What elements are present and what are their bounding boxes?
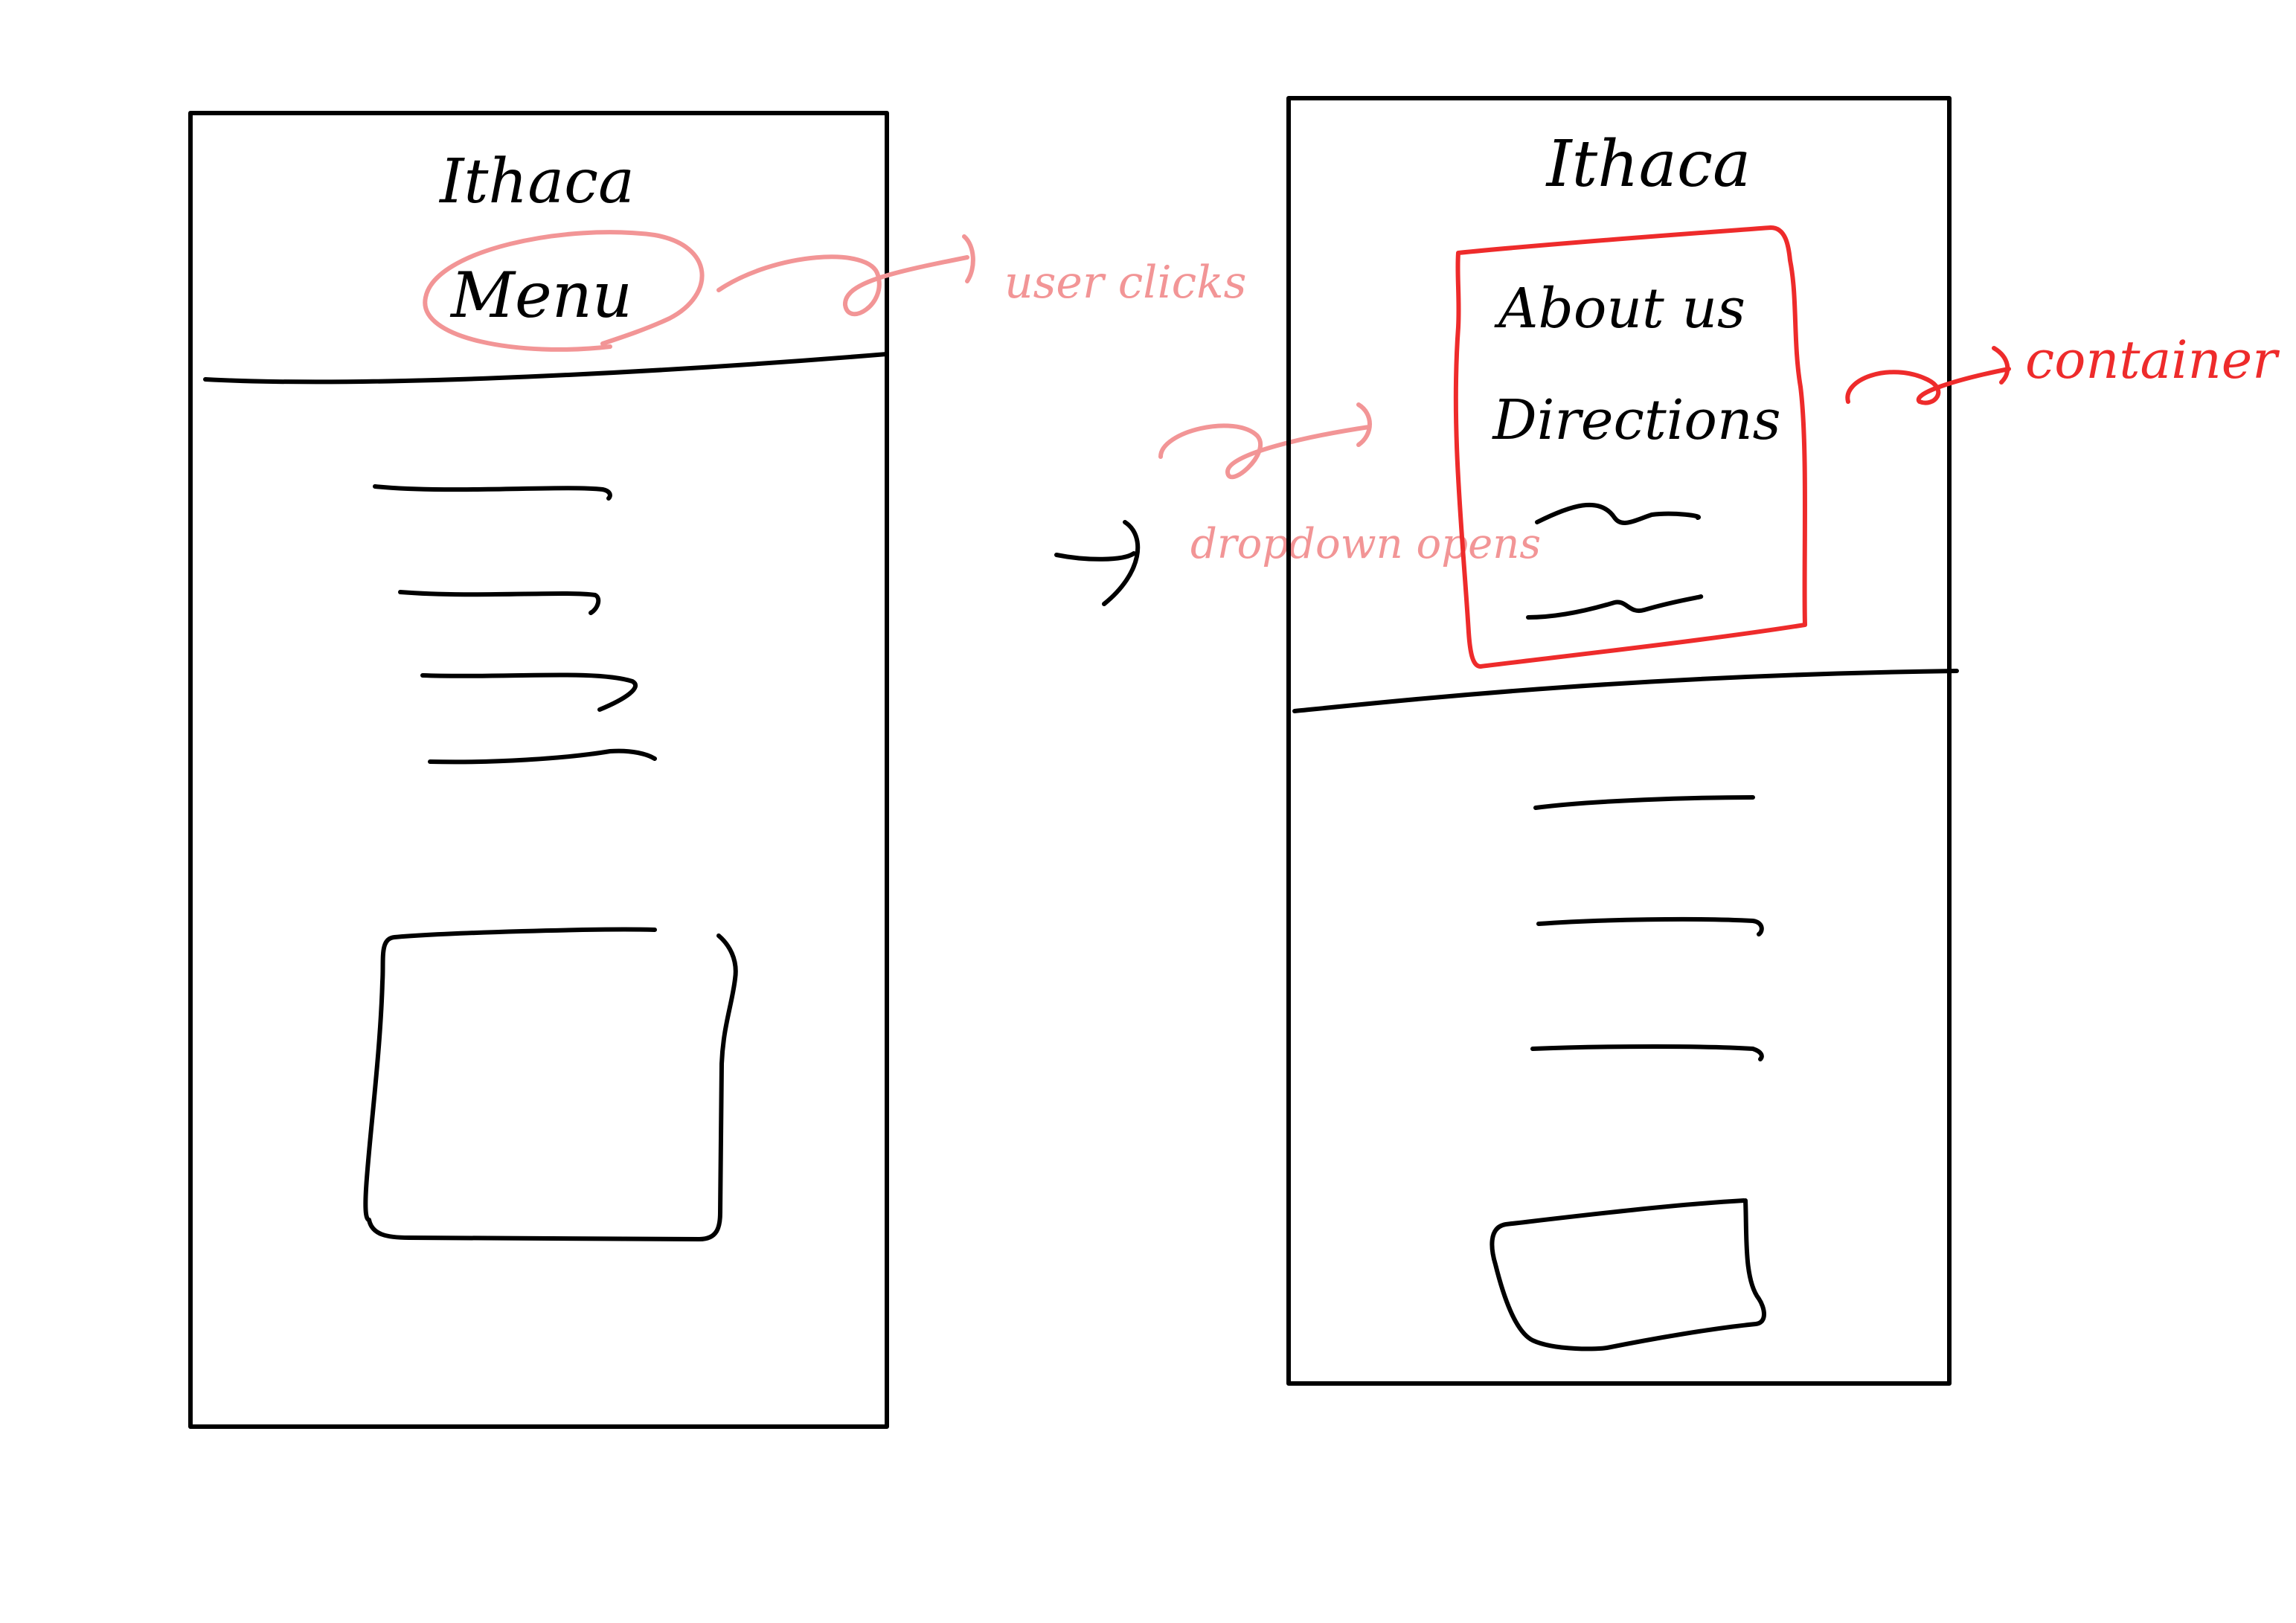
menu-highlight-circle (423, 230, 705, 352)
dropdown-opens-label: dropdown opens (1190, 520, 1541, 568)
app-title-before: Ithaca (438, 147, 635, 217)
content-line-3 (420, 672, 638, 712)
container-arrow (1845, 346, 2011, 405)
phone-frame-before: Ithaca Menu (188, 111, 889, 1429)
image-placeholder-before (363, 927, 738, 1241)
header-divider-before (203, 352, 889, 385)
annotation-container: container (1845, 330, 2280, 405)
annotation-user-clicks: user clicks (716, 234, 1246, 317)
content-line-1 (373, 484, 612, 501)
container-label: container (2025, 330, 2280, 391)
content-line-after-1 (1533, 795, 1755, 810)
dropdown-container (1453, 225, 1807, 669)
annotation-dropdown-opens: dropdown opens (1158, 402, 1541, 568)
user-clicks-arrow (716, 234, 975, 317)
transition-arrow (1054, 520, 1141, 606)
phone-frame-after: Ithaca About us Directions (1286, 96, 1959, 1386)
menu-button[interactable]: Menu (449, 259, 632, 332)
content-line-after-3 (1530, 1044, 1764, 1061)
content-line-after-2 (1536, 916, 1764, 936)
user-clicks-label: user clicks (1004, 257, 1246, 309)
dropdown-item-squiggle-2[interactable] (1526, 594, 1704, 620)
frame-border-before (188, 111, 889, 1429)
header-divider-after (1292, 669, 1959, 713)
content-line-2 (398, 590, 601, 615)
dropdown-opens-arrow (1158, 402, 1372, 480)
image-placeholder-after (1489, 1198, 1766, 1352)
frame-border-after (1286, 96, 1952, 1386)
dropdown-item-about-us[interactable]: About us (1494, 277, 1745, 341)
content-line-4 (428, 748, 657, 765)
app-title-after: Ithaca (1545, 127, 1751, 202)
dropdown-item-squiggle-1[interactable] (1535, 502, 1701, 525)
dropdown-item-directions[interactable]: Directions (1491, 388, 1780, 452)
